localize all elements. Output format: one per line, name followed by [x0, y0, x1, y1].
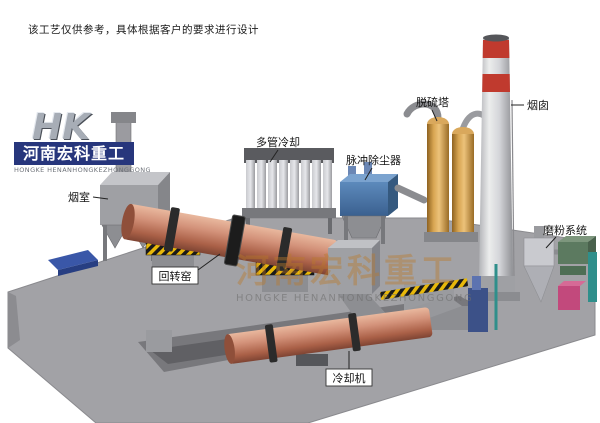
chimney-ladder — [511, 99, 515, 279]
pallet-top — [48, 250, 98, 270]
grinding-system-label: 磨粉系统 — [543, 224, 587, 237]
chimney-red-band — [482, 74, 510, 92]
green-unit-front — [558, 242, 588, 264]
dust-collector-pipe — [364, 162, 372, 178]
cooling-machine-tyre — [264, 324, 278, 363]
cooling-machine-label-box — [325, 368, 373, 387]
kiln-girth-gear — [223, 214, 246, 267]
desulfurization-label: 脱硫塔 — [416, 95, 449, 109]
cyclone-body — [523, 237, 555, 267]
company-logo: HK 河南宏科重工 HONGKE HENANHONGKEZHONGGONG — [14, 107, 151, 174]
cooler-tube — [257, 160, 266, 210]
hazard-guard-rail — [380, 278, 469, 300]
cooling-machine-label: 冷却机 — [333, 371, 366, 385]
green-unit-top — [558, 236, 596, 242]
rotary-kiln-label: 回转窑 — [159, 269, 192, 283]
kiln-tyre — [163, 207, 180, 252]
smoke-chamber-top — [100, 172, 170, 185]
cooler-tube — [279, 160, 288, 210]
pulse-dust-collector — [340, 162, 428, 244]
cooler-tube — [290, 160, 299, 210]
dust-collector-duct — [394, 184, 428, 204]
dust-collector-top — [340, 174, 398, 182]
rotary-kiln — [121, 203, 338, 276]
desulf-duct-left — [403, 100, 442, 122]
grinding-system — [523, 226, 597, 310]
cooling-machine — [224, 307, 433, 364]
smoke-chamber-riser-cap — [111, 112, 136, 123]
dust-collector-side — [388, 174, 398, 216]
desulf-tower-body — [427, 124, 449, 234]
chimney-body — [479, 38, 513, 282]
blue-pallet — [48, 250, 98, 276]
disclaimer-text: 该工艺仅供参考，具体根据客户的要求进行设计 — [28, 24, 259, 36]
cooler-tube — [312, 160, 321, 210]
cooler-tube — [301, 160, 310, 210]
pulse-dust-collector-leader-line — [364, 167, 373, 181]
magenta-unit-top — [558, 281, 586, 286]
multi-tube-cooler — [242, 148, 336, 234]
hood-front — [328, 248, 372, 294]
hood-top — [328, 240, 380, 248]
cooling-machine-group — [146, 307, 433, 366]
logo-name-en: HONGKE HENANHONGKEZHONGGONG — [14, 166, 151, 174]
grinding-system-leader-line — [545, 236, 557, 249]
desulf-tower-body — [452, 134, 474, 234]
teal-riser-pipe — [588, 252, 597, 302]
magenta-unit-front — [558, 286, 580, 310]
cooling-machine-tyre — [348, 313, 361, 352]
dust-collector-body — [340, 182, 388, 216]
dust-collector-hopper — [341, 215, 387, 239]
cooling-machine-support — [296, 354, 328, 366]
cyclone-inlet-pipe — [534, 226, 544, 240]
multi-tube-cooler-label: 多管冷却 — [256, 135, 300, 149]
platform-left-edge — [8, 292, 20, 348]
kiln-back-end — [121, 203, 135, 240]
cyclone-cone — [523, 265, 555, 303]
dust-collector-leg — [344, 216, 348, 244]
pulse-dust-collector-label: 脉冲除尘器 — [346, 153, 401, 167]
multi-tube-cooler-leader-line — [269, 149, 279, 163]
cooler-tube — [323, 160, 332, 210]
pier-concrete — [262, 274, 308, 292]
logo-name-cn: 河南宏科重工 — [14, 142, 134, 165]
logo-monogram: HK — [32, 107, 91, 148]
navy-elevator — [468, 288, 488, 332]
dust-collector-leg — [381, 216, 385, 244]
cooler-base — [242, 208, 336, 218]
desulf-base — [424, 232, 478, 242]
cooler-header — [244, 148, 334, 163]
cooler-leg — [328, 218, 332, 234]
smoke-chamber-leader-line — [92, 196, 109, 200]
labels: 烟室 多管冷却 脉冲除尘器 脱硫塔 烟囱 磨粉系统 回转窑 冷却机 — [68, 95, 587, 387]
kiln-tyre — [276, 227, 293, 272]
green-duct — [560, 266, 586, 275]
dust-collector-pipe — [348, 166, 356, 178]
pallet-front — [58, 260, 98, 276]
trench-end-box — [146, 330, 172, 352]
smoke-chamber-label: 烟室 — [68, 190, 90, 204]
chimney-label: 烟囱 — [527, 98, 549, 112]
chimney-cap — [483, 34, 509, 42]
chimney-red-band — [482, 40, 510, 58]
desulfurization-leader-line — [431, 109, 438, 122]
cooler-tube — [246, 160, 255, 210]
hood-side — [372, 240, 380, 294]
navy-elevator-cap — [472, 276, 481, 290]
cooler-tube — [268, 160, 277, 210]
smoke-chamber-leg — [103, 225, 107, 261]
cooling-machine-end — [224, 334, 235, 364]
rotary-kiln-label-box — [151, 266, 199, 285]
rotary-kiln-leader-line — [197, 253, 221, 271]
cooling-machine-shell — [226, 307, 433, 364]
